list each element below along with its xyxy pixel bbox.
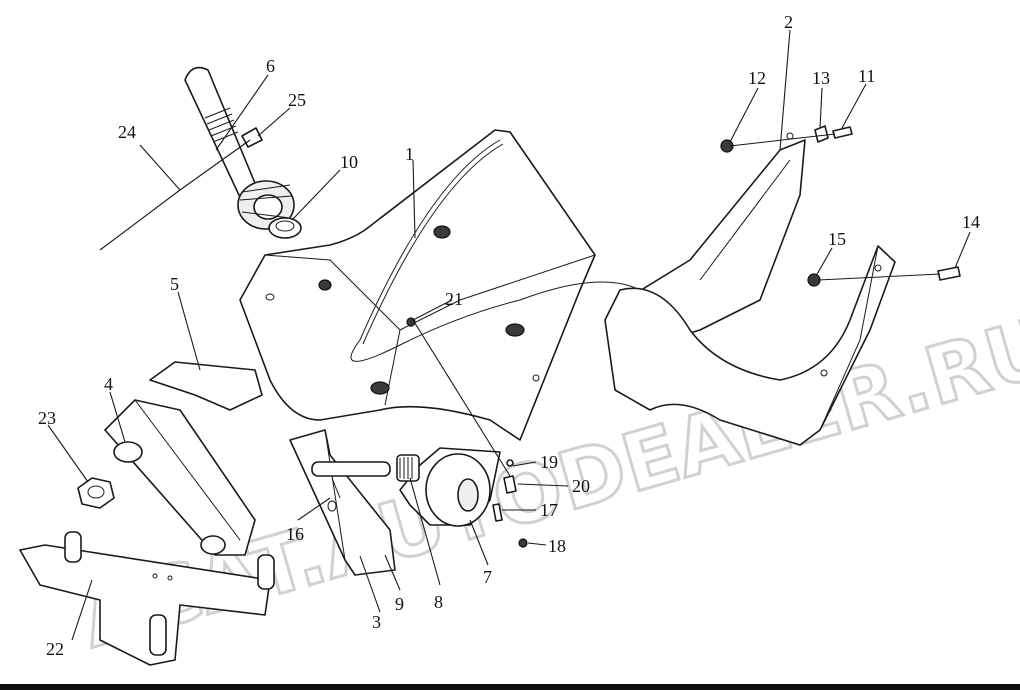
callout-22: 22	[46, 639, 64, 659]
callout-5: 5	[170, 274, 179, 294]
callout-14: 14	[962, 212, 980, 232]
callout-25: 25	[288, 90, 306, 110]
part-8-knob	[396, 454, 420, 482]
part-10-bushing	[268, 217, 302, 239]
callout-24: 24	[118, 122, 136, 142]
callout-16: 16	[286, 524, 304, 544]
part-22-base	[19, 531, 275, 666]
part-23-nut	[77, 477, 115, 509]
callout-15: 15	[828, 229, 846, 249]
callout-12: 12	[748, 68, 766, 88]
callout-2: 2	[784, 12, 793, 32]
callout-9: 9	[395, 594, 404, 614]
part-13-washer	[814, 125, 829, 143]
part-4-channel	[104, 399, 256, 556]
callout-7: 7	[483, 567, 492, 587]
callout-17: 17	[540, 500, 558, 520]
callout-20: 20	[572, 476, 590, 496]
leader-lines	[47, 29, 971, 641]
part-14-bolt	[817, 266, 961, 281]
callout-11: 11	[858, 66, 875, 86]
part-17-pin	[492, 503, 503, 522]
callout-13: 13	[812, 68, 830, 88]
part-16-pin	[311, 461, 391, 499]
part-2-right-bracket	[624, 132, 806, 346]
bottom-frame-bar	[0, 684, 1020, 690]
callout-4: 4	[104, 374, 113, 394]
callout-10: 10	[340, 152, 358, 172]
part-24-shaft	[184, 66, 295, 230]
callout-18: 18	[548, 536, 566, 556]
part-20-screw	[503, 475, 517, 494]
part-19-washer	[506, 459, 514, 467]
callout-19: 19	[540, 452, 558, 472]
callout-labels: 1 2 3 4 5 6 7 8 9 10 11 12 13 14 15 16 1…	[38, 12, 980, 659]
callout-8: 8	[434, 592, 443, 612]
callout-3: 3	[372, 612, 381, 632]
part-5-plate	[149, 361, 263, 411]
part-11-bolt	[729, 126, 853, 147]
callout-6: 6	[266, 56, 275, 76]
part-7-clamp	[399, 447, 501, 527]
callout-23: 23	[38, 408, 56, 428]
part-1-main-bracket	[239, 129, 596, 441]
callout-21: 21	[445, 289, 463, 309]
callout-1: 1	[405, 144, 414, 164]
part-18-nut	[518, 538, 528, 548]
